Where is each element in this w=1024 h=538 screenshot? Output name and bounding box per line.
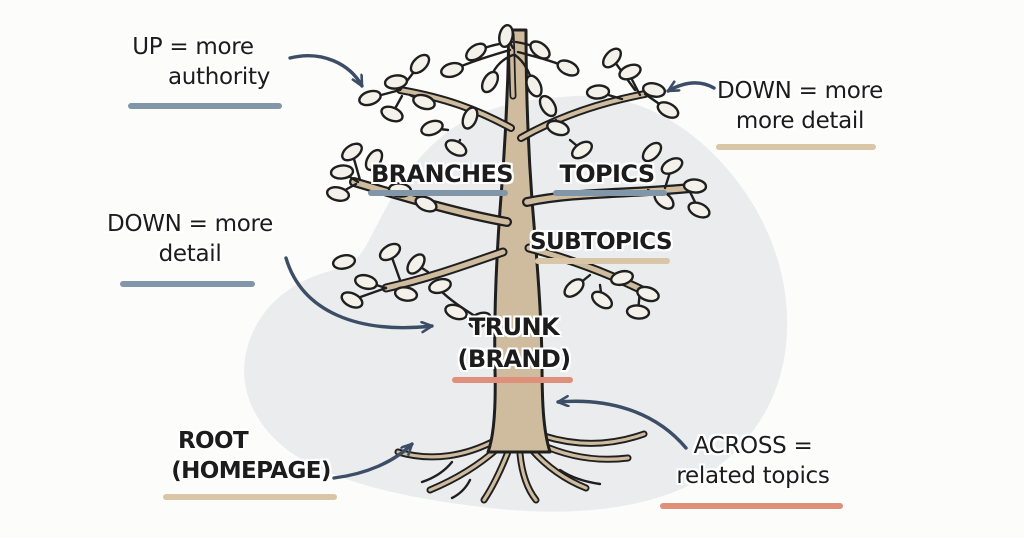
annotation-line: DOWN = more	[107, 211, 273, 237]
annotation-down-detail-right: DOWN = more more detail	[700, 76, 900, 137]
arrow-root-homepage	[332, 442, 414, 480]
label-branches: BRANCHES	[370, 160, 514, 188]
annotation-across-related: ACROSS = related topics	[653, 431, 853, 492]
label-subtopics: SUBTOPICS	[530, 229, 673, 255]
annotation-line: authority	[167, 64, 271, 91]
underline-topics	[553, 190, 667, 196]
annotation-line: ACROSS =	[693, 433, 813, 459]
label-topics: TOPICS	[559, 160, 655, 188]
annotation-line: more detail	[735, 108, 865, 135]
annotation-line: related topics	[676, 463, 830, 490]
underline-trunk-brand	[452, 377, 573, 383]
label-line: TRUNK	[468, 313, 560, 341]
underline-down-detail-left	[120, 281, 255, 287]
annotation-line: detail	[158, 241, 222, 268]
arrow-down-detail-left	[284, 256, 434, 328]
annotation-root-homepage: ROOT (HOMEPAGE)	[161, 426, 341, 487]
annotation-line: ROOT	[177, 428, 249, 454]
arrow-up-authority	[288, 54, 364, 88]
label-trunk-brand: TRUNK (BRAND)	[434, 312, 594, 375]
annotation-down-detail-left: DOWN = more detail	[90, 209, 290, 270]
arrow-across-related	[556, 401, 688, 450]
annotation-line: DOWN = more	[717, 78, 883, 104]
underline-branches	[368, 190, 508, 196]
arrow-down-detail-right	[666, 83, 716, 93]
label-line: (BRAND)	[457, 344, 571, 373]
underline-root-homepage	[163, 494, 337, 500]
underline-subtopics	[535, 258, 670, 264]
tree-trunk	[486, 28, 552, 454]
annotation-arrows	[284, 54, 716, 480]
annotation-line: (HOMEPAGE)	[171, 458, 331, 485]
underline-across-related	[660, 503, 843, 509]
annotation-line: UP = more	[132, 34, 254, 60]
underline-down-detail-right	[716, 144, 876, 150]
underline-up-authority	[128, 103, 282, 109]
annotation-up-authority: UP = more authority	[93, 32, 293, 93]
